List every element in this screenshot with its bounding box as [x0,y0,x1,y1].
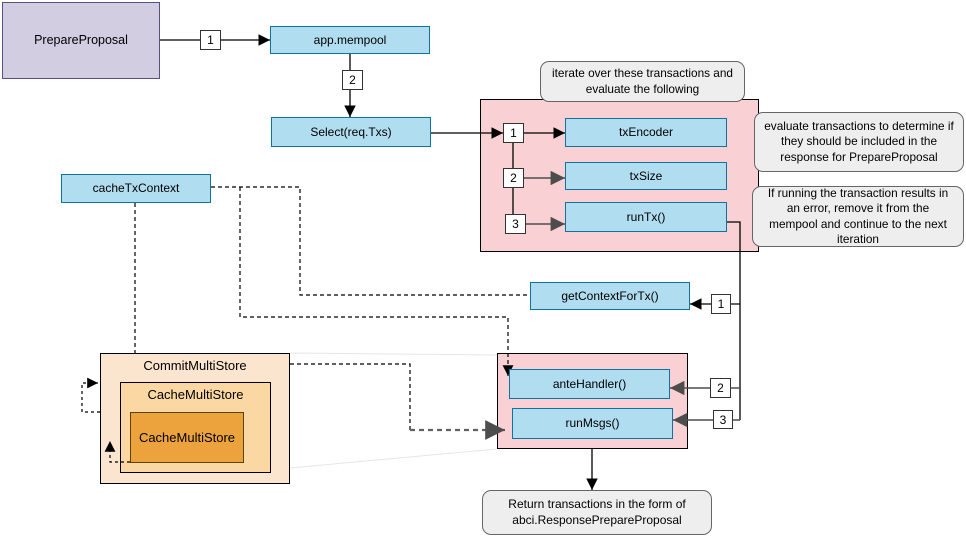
badge-step-1-mempool: 1 [200,30,221,50]
node-cache-tx-context: cacheTxContext [61,174,211,203]
zoom-line-top [289,352,498,356]
node-tx-encoder: txEncoder [565,118,727,147]
dashed-store-to-runmsgs-1 [290,363,411,430]
callout-return: Return transactions in the form of abci.… [482,490,712,535]
badge-step-1-txencoder: 1 [503,123,524,143]
badge-step-2-select: 2 [342,70,363,90]
callout-iterate: iterate over these transactions and eval… [540,61,745,102]
node-get-context-for-tx: getContextForTx() [530,282,690,310]
badge-step-2-antehandler: 2 [710,378,731,398]
commit-multi-store-label: CommitMultiStore [143,358,247,373]
zoom-line-bottom [289,448,498,469]
callout-on-error: If running the transaction results in an… [752,186,964,247]
node-run-msgs: runMsgs() [512,408,673,439]
badge-step-3-runtx: 3 [505,214,526,234]
cache-multi-store-box: CacheMultiStore CacheMultiStore [120,382,271,473]
dashed-commitstore-loop [81,377,100,413]
cache-multi-store-label: CacheMultiStore [147,387,244,402]
node-ante-handler: anteHandler() [509,369,670,399]
dashed-cachetxcontext-to-antehandler [239,187,514,376]
node-tx-size: txSize [565,162,727,190]
cache-multi-store-inner-label: CacheMultiStore [138,430,236,445]
node-run-tx: runTx() [565,202,727,232]
callout-evaluate: evaluate transactions to determine if th… [754,112,964,172]
badge-step-1-getcontext: 1 [711,294,731,314]
node-prepare-proposal: PrepareProposal [2,2,160,79]
cache-multi-store-inner-box: CacheMultiStore [130,412,244,463]
node-app-mempool: app.mempool [270,26,430,54]
commit-multi-store-box: CommitMultiStore CacheMultiStore CacheMu… [100,353,290,484]
badge-step-3-runmsgs: 3 [713,410,733,429]
badge-step-2-txsize: 2 [503,168,524,188]
node-select-txs: Select(req.Txs) [271,117,431,147]
